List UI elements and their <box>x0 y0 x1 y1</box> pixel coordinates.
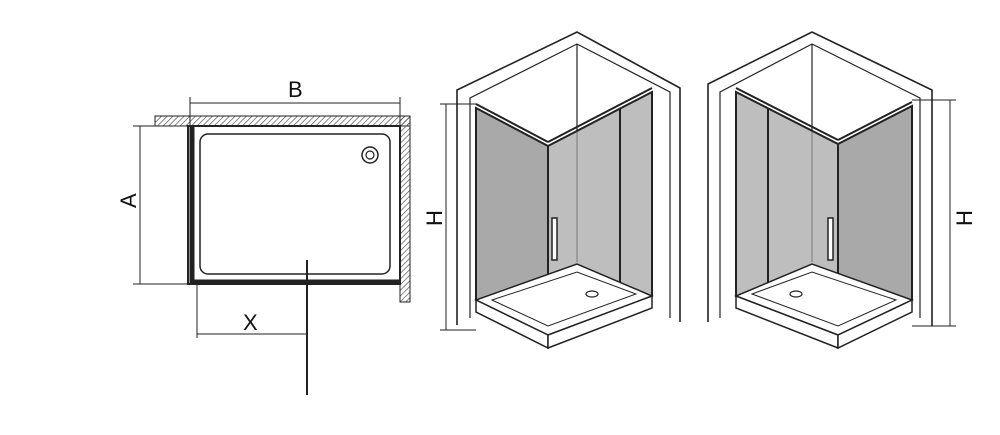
dim-a-label: A <box>116 193 141 208</box>
right-door-frame-top <box>735 87 839 141</box>
right-door-handle <box>827 217 834 261</box>
right-door-frame-top2 <box>837 101 913 141</box>
dim-x-label: X <box>243 310 258 335</box>
perspective-left: H <box>422 31 681 350</box>
plan-wall-right <box>399 115 411 303</box>
plan-tray-inner <box>199 133 391 275</box>
left-door-handle <box>551 217 558 261</box>
left-wall-outline <box>456 31 681 325</box>
left-dim-h-label: H <box>422 210 447 226</box>
left-tray-side <box>547 294 653 350</box>
right-dim-h-label: H <box>952 210 977 226</box>
plan-wall-top <box>154 115 411 127</box>
right-wall-outline <box>707 31 933 326</box>
right-tray-inner <box>750 271 898 327</box>
left-door-frame-top <box>475 103 549 143</box>
dim-b-label: B <box>288 77 303 102</box>
left-tray-inner <box>490 271 638 327</box>
left-door-frame-top2 <box>547 87 653 143</box>
perspective-right: H <box>707 31 977 350</box>
left-drain-icon <box>585 290 599 298</box>
drain-inner <box>365 150 375 160</box>
plan-view: B A X <box>116 77 411 395</box>
right-drain-icon <box>789 290 803 298</box>
right-tray-side <box>837 298 913 350</box>
